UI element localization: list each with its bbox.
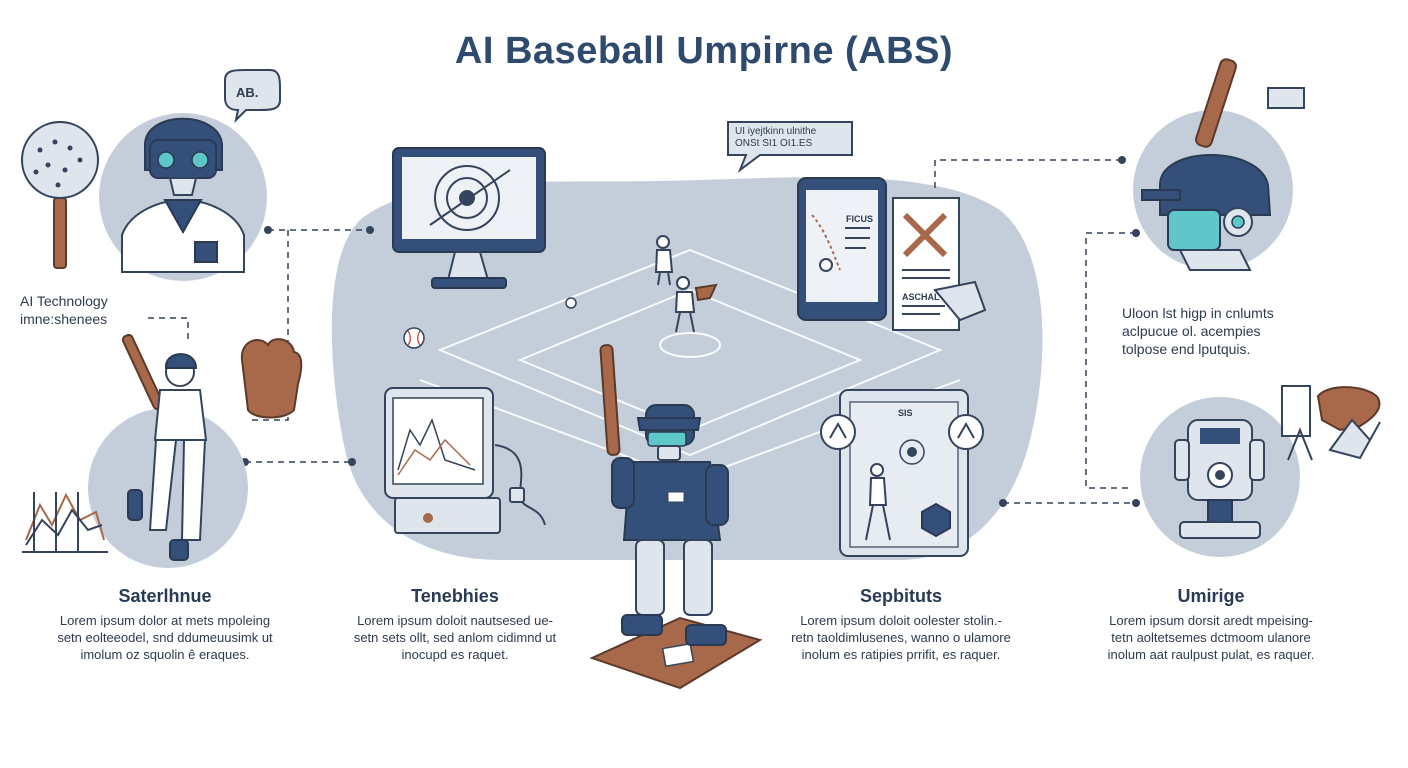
column-body: Lorem ipsum doloit nautsesed ue- setn se… [330, 612, 580, 663]
column-line: inolum es ratipies prrifit, es raquer. [801, 647, 1001, 662]
column-line: imolum oz squolin ê eraques. [80, 647, 250, 662]
column-line: retn taoldimlusenes, wanno o ulamore [791, 630, 1011, 645]
page-title: AI Baseball Umpirne (ABS) [454, 30, 954, 72]
field-players [565, 235, 718, 333]
connector-lines [148, 156, 1140, 507]
column-line: inolum aat raulpust pulat, es raquer. [1107, 647, 1315, 662]
phone-label: FICUS [846, 214, 873, 224]
column-heading: Sepbituts [859, 586, 942, 606]
card-label: ASCHAL [902, 292, 940, 302]
tablet-label: SIS [898, 408, 913, 418]
camera-device [1140, 385, 1381, 557]
tablet-device [820, 389, 984, 557]
robot-portrait [1133, 58, 1305, 271]
column-line: Lorem ipsum dolor at mets mpoleing [59, 613, 271, 628]
right-text-line: aclpucue ol. acempies [1122, 323, 1261, 339]
paddle-icon [21, 121, 99, 269]
left-label-line: imne:shenees [20, 311, 108, 327]
column-line: setn eolteeodel, snd ddumeuusimk ut [57, 630, 273, 645]
column-line: inocupd es raquet. [401, 647, 509, 662]
column-line: setn sets ollt, sed anlom cidimnd ut [353, 630, 557, 645]
column-body: Lorem ipsum dolor at mets mpoleing setn … [40, 612, 290, 663]
video-monitor [384, 387, 546, 534]
ai-technology-label: AI Technology imne:shenees [20, 292, 108, 328]
top-bubble-text: UI iyejtkinn ulnithe ONSt SI1 OI1.ES [735, 126, 816, 150]
glove-icon [240, 338, 303, 419]
baseball-icon [403, 327, 425, 349]
top-bubble-line: UI iyejtkinn ulnithe [735, 126, 817, 137]
column-line: Lorem ipsum doloit nautsesed ue- [357, 613, 553, 628]
batter-illustration [88, 333, 248, 568]
radar-monitor [392, 147, 546, 289]
robot-umpire [589, 344, 763, 690]
speech-bubble-text: AB. [236, 85, 259, 100]
umpire-portrait [99, 113, 267, 281]
column-heading: Tenebhies [411, 586, 499, 606]
right-description: Uloon lst higp in cnlumts aclpucue ol. a… [1122, 304, 1274, 358]
top-bubble-line: ONSt SI1 OI1.ES [735, 138, 813, 149]
column-heading: Saterlhnue [118, 586, 212, 606]
right-text-line: Uloon lst higp in cnlumts [1122, 305, 1274, 321]
column-line: Lorem ipsum doloit oolester stolin.- [800, 613, 1002, 628]
speech-bubble [224, 69, 281, 124]
column-line: Lorem ipsum dorsit aredt mpeising- [1109, 613, 1313, 628]
top-bubble [727, 121, 853, 173]
column-line: tetn aoltetsemes dctmoom ulanore [1111, 630, 1311, 645]
mini-chart-icon [22, 492, 108, 553]
phone-device [797, 177, 887, 321]
column-body: Lorem ipsum dorsit aredt mpeising- tetn … [1086, 612, 1336, 663]
stats-card [892, 197, 987, 331]
column-body: Lorem ipsum doloit oolester stolin.- ret… [776, 612, 1026, 663]
left-label-line: AI Technology [20, 293, 108, 309]
column-heading: Umirige [1177, 586, 1245, 606]
right-text-line: tolpose end lputquis. [1122, 341, 1251, 357]
